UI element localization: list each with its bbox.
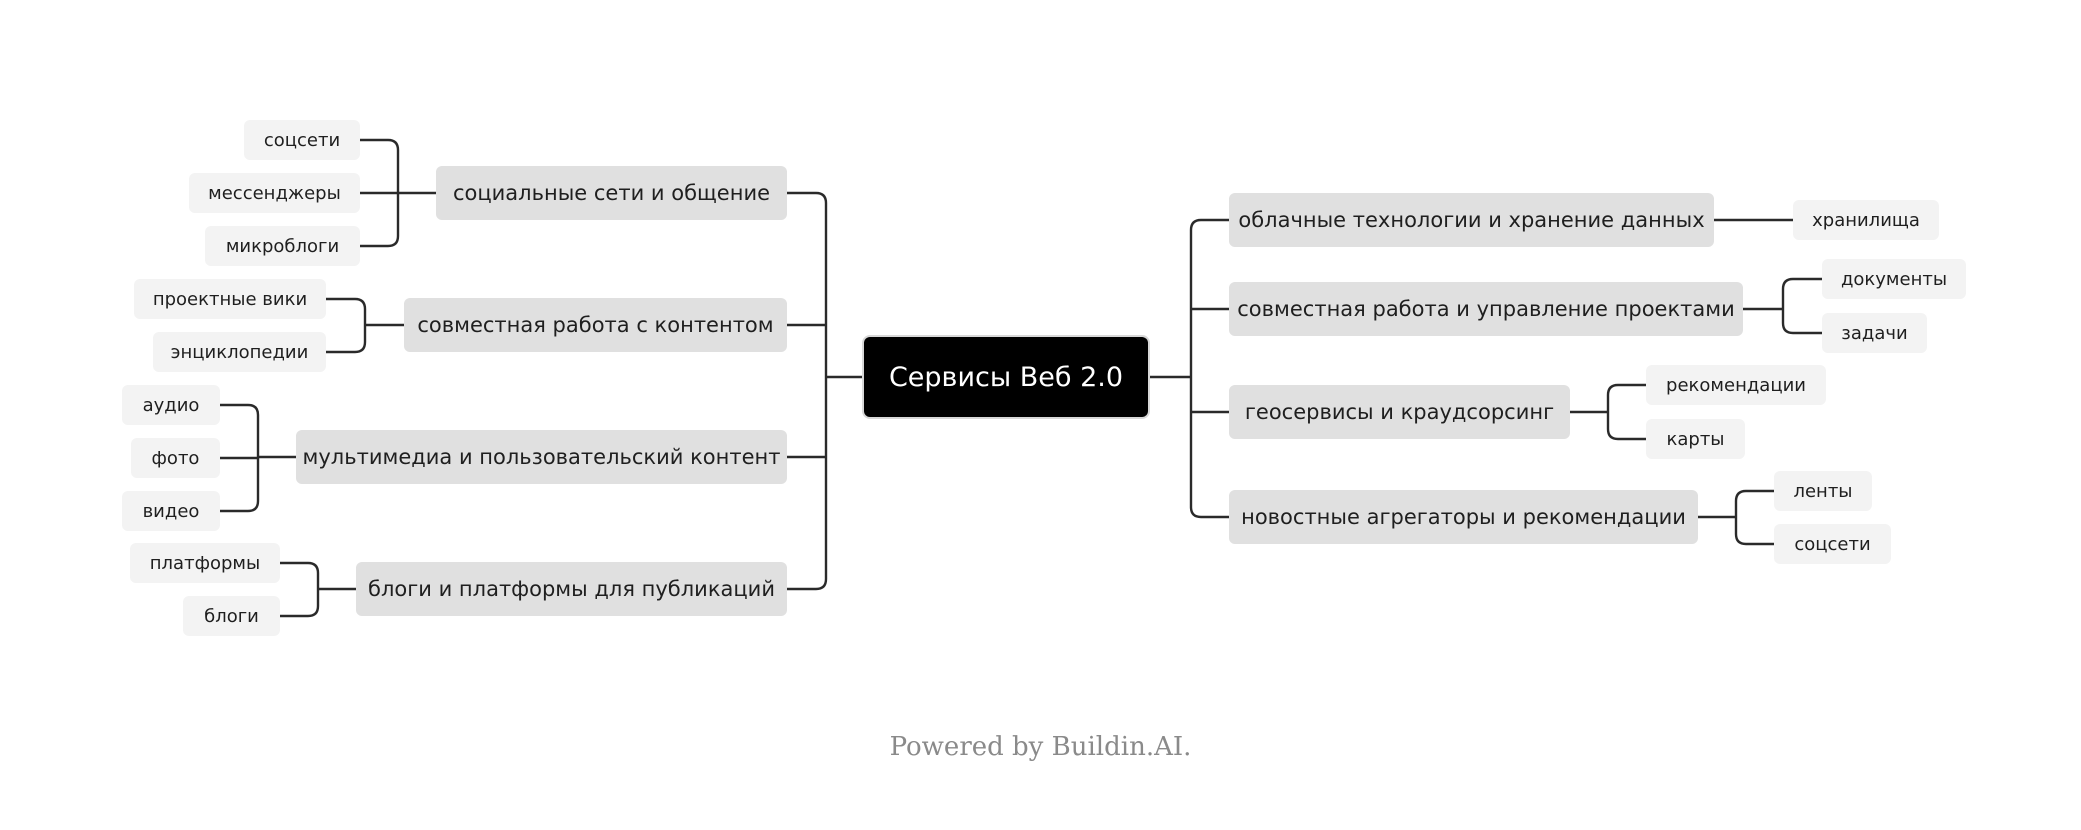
branch-node[interactable]: совместная работа с контентом: [404, 298, 787, 352]
leaf-node[interactable]: фото: [131, 438, 220, 478]
branch-leaf-connector: [280, 589, 320, 618]
branch-leaf-connector: [360, 138, 400, 193]
leaf-node[interactable]: соцсети: [244, 120, 360, 160]
branch-leaf-connector: [1734, 517, 1774, 546]
leaf-node[interactable]: задачи: [1822, 313, 1927, 353]
leaf-node[interactable]: видео: [122, 491, 220, 531]
branch-leaf-connector: [220, 403, 260, 457]
branch-leaf-connector: [326, 325, 367, 354]
leaf-node[interactable]: аудио: [122, 385, 220, 425]
leaf-node[interactable]: проектные вики: [134, 279, 326, 319]
leaf-node[interactable]: ленты: [1774, 471, 1872, 511]
leaf-node[interactable]: хранилища: [1793, 200, 1939, 240]
branch-leaf-connector: [326, 297, 367, 325]
leaf-node[interactable]: энциклопедии: [153, 332, 326, 372]
leaf-node[interactable]: платформы: [130, 543, 280, 583]
branch-node[interactable]: социальные сети и общение: [436, 166, 787, 220]
leaf-node[interactable]: документы: [1822, 259, 1966, 299]
leaf-node[interactable]: рекомендации: [1646, 365, 1826, 405]
root-left-connector: [787, 191, 828, 591]
leaf-node[interactable]: соцсети: [1774, 524, 1891, 564]
root-right-connector: [1189, 218, 1229, 519]
branch-leaf-connector: [220, 457, 260, 513]
branch-node[interactable]: блоги и платформы для публикаций: [356, 562, 787, 616]
branch-node[interactable]: совместная работа и управление проектами: [1229, 282, 1743, 336]
branch-leaf-connector: [1734, 489, 1774, 517]
branch-leaf-connector: [1781, 277, 1822, 309]
leaf-node[interactable]: карты: [1646, 419, 1745, 459]
branch-node[interactable]: геосервисы и краудсорсинг: [1229, 385, 1570, 439]
root-node[interactable]: Сервисы Веб 2.0: [864, 337, 1148, 417]
branch-leaf-connector: [1606, 412, 1646, 441]
branch-leaf-connector: [360, 193, 400, 248]
branch-node[interactable]: новостные агрегаторы и рекомендации: [1229, 490, 1698, 544]
branch-leaf-connector: [1781, 309, 1822, 335]
branch-leaf-connector: [1606, 383, 1646, 412]
leaf-node[interactable]: блоги: [183, 596, 280, 636]
leaf-node[interactable]: микроблоги: [205, 226, 360, 266]
branch-node[interactable]: мультимедиа и пользовательский контент: [296, 430, 787, 484]
branch-leaf-connector: [280, 561, 320, 589]
branch-node[interactable]: облачные технологии и хранение данных: [1229, 193, 1714, 247]
leaf-node[interactable]: мессенджеры: [189, 173, 360, 213]
powered-by-footer: Powered by Buildin.AI.: [889, 732, 1192, 762]
